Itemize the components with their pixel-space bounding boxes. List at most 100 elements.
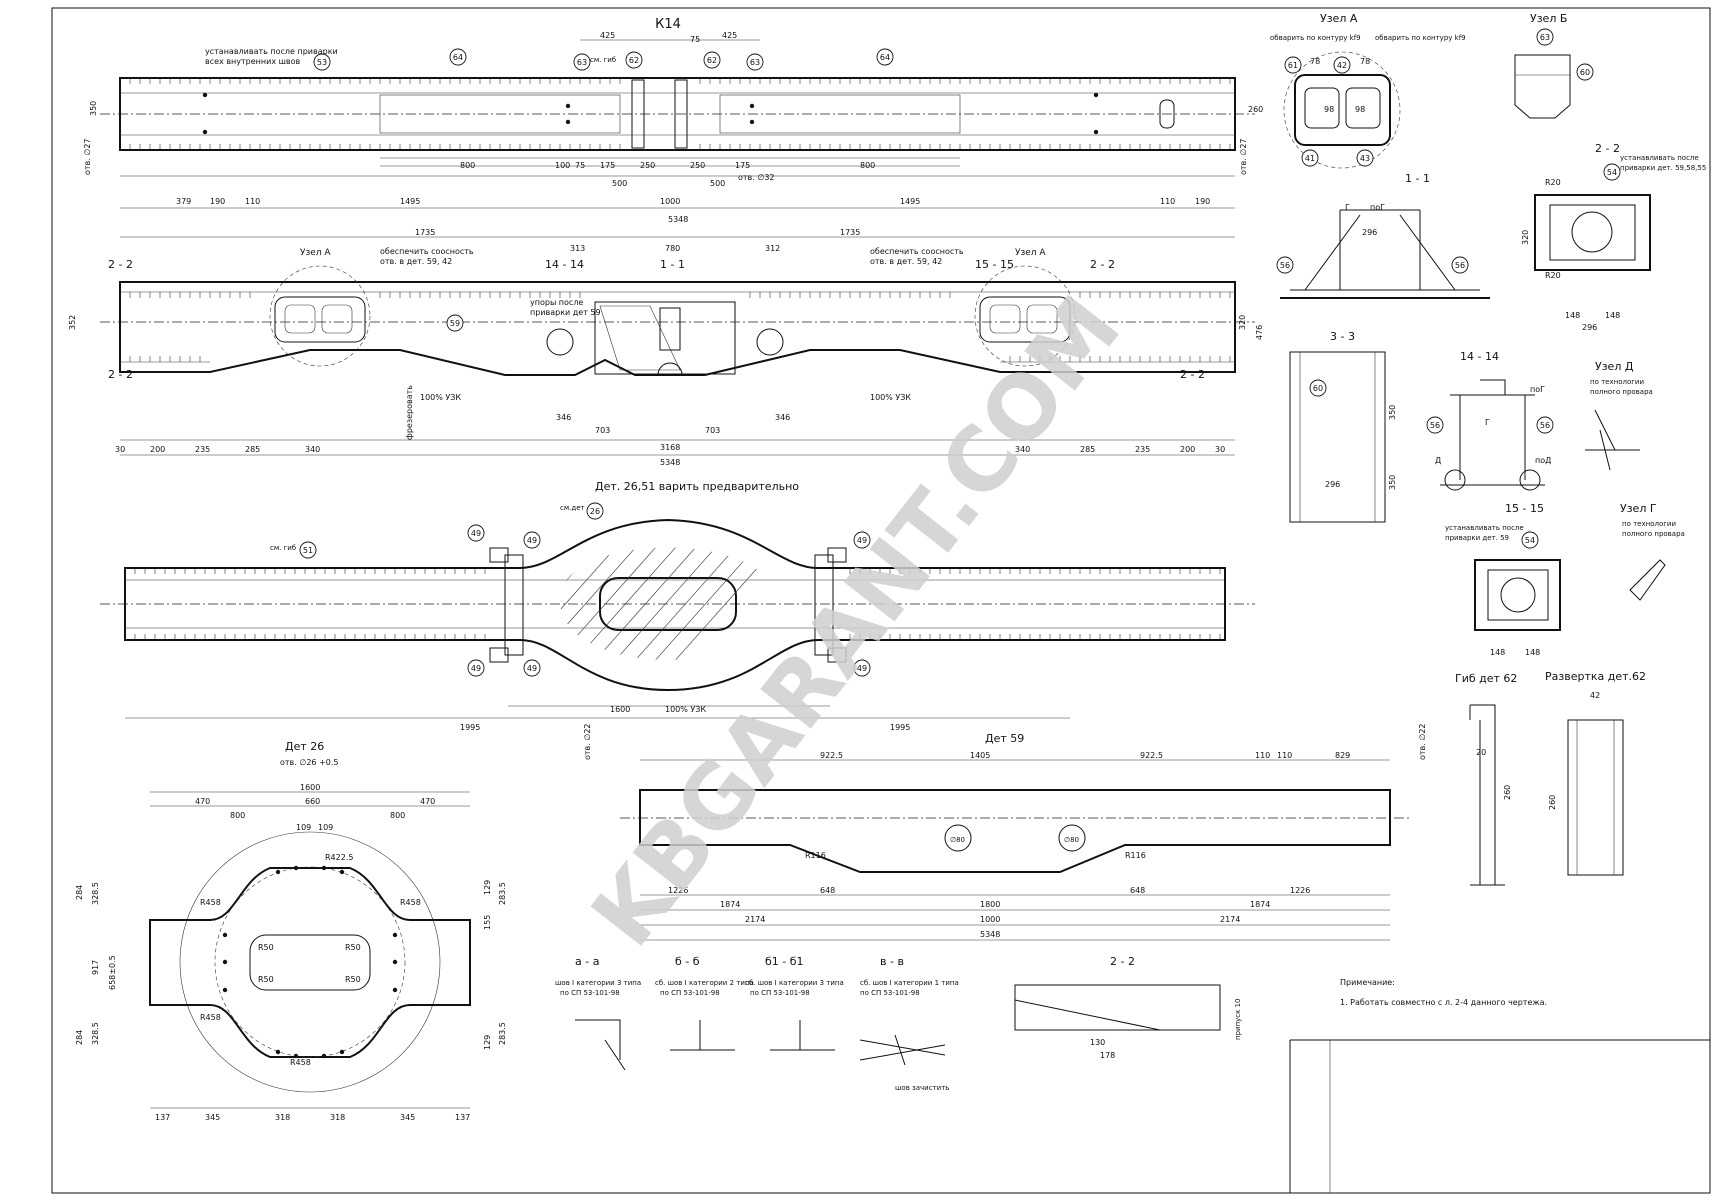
dim-109-top2: 109 — [318, 823, 333, 832]
hole-27-left: отв. ∅27 — [83, 138, 92, 175]
bubble-62-a-text: 62 — [629, 56, 639, 65]
dim-500-left: 500 — [612, 179, 627, 188]
bubble-59 — [446, 314, 464, 332]
dim-30-right: 30 — [1215, 445, 1225, 454]
dim-284-top: 284 — [75, 885, 84, 900]
bubble-49-d — [523, 659, 541, 677]
marker-1-1: 1 - 1 — [660, 258, 685, 271]
note-coaxial-right: обеспечить соосность — [870, 247, 964, 256]
dim-1874-left: 1874 — [720, 900, 740, 909]
dim-648-left: 648 — [820, 886, 835, 895]
dim-148-2-2a: 148 — [1565, 311, 1580, 320]
callout-knot-a-left: Узел А — [300, 248, 331, 258]
note-sm-gib-top: см. гиб — [590, 56, 616, 64]
dim-470-left: 470 — [195, 797, 210, 806]
note-title: Примечание: — [1340, 978, 1395, 987]
dim-3285-top: 328.5 — [91, 882, 100, 905]
dim-320-front: 320 — [1238, 315, 1247, 330]
sec-v-v-title: в - в — [880, 955, 904, 968]
dim-800-right: 800 — [860, 161, 875, 170]
dim-345-right: 345 — [400, 1113, 415, 1122]
sec-2-2-small-title: 2 - 2 — [1110, 955, 1135, 968]
hole-32: отв. ∅32 — [738, 173, 775, 182]
note-stop-after: упоры после — [530, 298, 583, 307]
radius-116-right: R116 — [1125, 851, 1146, 860]
bubble-26-text: 26 — [590, 507, 600, 516]
weld-strip: шов зачистить — [895, 1084, 949, 1092]
bubble-60-33 — [1309, 379, 1327, 397]
note-coaxial-right2: отв. в дет. 59, 42 — [870, 257, 942, 266]
dim-5348-front: 5348 — [660, 458, 680, 467]
note-22-a: устанавливать после — [1620, 154, 1699, 162]
radius-20-b: R20 — [1545, 271, 1561, 280]
bubble-43 — [1356, 149, 1374, 167]
dim-1600-det26: 1600 — [610, 705, 630, 714]
label-pog-1-1: поГ — [1370, 203, 1385, 212]
bubble-43-text: 43 — [1360, 154, 1370, 163]
bubble-56-11b — [1451, 256, 1469, 274]
weld-b-b: сб. шов I категории 2 типа — [655, 979, 754, 987]
bubble-49-f-text: 49 — [857, 664, 867, 673]
bubble-64-right-text: 64 — [880, 53, 890, 62]
label-g-14: Г — [1485, 418, 1490, 427]
dim-350-3-3b: 350 — [1388, 475, 1397, 490]
dim-350-3-3a: 350 — [1388, 405, 1397, 420]
dim-340-left: 340 — [305, 445, 320, 454]
dim-98-b: 98 — [1355, 105, 1365, 114]
dim-235-right: 235 — [1135, 445, 1150, 454]
dim-1735-left: 1735 — [415, 228, 435, 237]
bubble-63-b2 — [1536, 28, 1554, 46]
knot-d-note2: полного провара — [1590, 388, 1653, 396]
bubble-49-f — [853, 659, 871, 677]
dim-78-b: 78 — [1360, 57, 1370, 66]
radius-116-left: R116 — [805, 851, 826, 860]
callout-knot-a-right: Узел А — [1015, 248, 1046, 258]
dim-3168: 3168 — [660, 443, 680, 452]
bubble-49-c-text: 49 — [471, 664, 481, 673]
dim-148-2-2b: 148 — [1605, 311, 1620, 320]
dim-2835-bottom: 283.5 — [498, 1022, 507, 1045]
dim-130: 130 — [1090, 1038, 1105, 1047]
hole-22-left: отв. ∅22 — [583, 723, 592, 760]
dim-379: 379 — [176, 197, 191, 206]
bubble-49-d-text: 49 — [527, 664, 537, 673]
dim-648-right: 648 — [1130, 886, 1145, 895]
ultrasonic-det26: 100% УЗК — [665, 705, 706, 714]
weld-b1-b1: сб. шов I категории 3 типа — [745, 979, 844, 987]
note-sm-det: см.дет — [560, 504, 585, 512]
bubble-64-right — [876, 48, 894, 66]
dim-470-right: 470 — [420, 797, 435, 806]
weld-b1-b1-2: по СП 53-101-98 — [750, 989, 810, 997]
bubble-60-b — [1576, 63, 1594, 81]
bubble-56-14a — [1426, 416, 1444, 434]
dim-260-plan: 260 — [1248, 105, 1263, 114]
marker-2-2-bottom-right: 2 - 2 — [1180, 368, 1205, 381]
note-coaxial-left2: отв. в дет. 59, 42 — [380, 257, 452, 266]
dim-346-right: 346 — [775, 413, 790, 422]
dim-1495-left: 1495 — [400, 197, 420, 206]
det-26-51-title: Дет. 26,51 варить предварительно — [595, 480, 799, 493]
dim-110-right: 110 — [1160, 197, 1175, 206]
bubble-42 — [1333, 56, 1351, 74]
weld-a-a-2: по СП 53-101-98 — [560, 989, 620, 997]
sec-2-2-title: 2 - 2 — [1595, 142, 1620, 155]
radius-50-b: R50 — [345, 943, 361, 952]
allowance-10: припуск 10 — [1234, 999, 1242, 1041]
sec-14-14-title: 14 - 14 — [1460, 350, 1499, 363]
knot-d-note: по технологии — [1590, 378, 1644, 386]
dim-148-15a: 148 — [1490, 648, 1505, 657]
dim-296-3-3: 296 — [1325, 480, 1340, 489]
label-pog-14: поГ — [1530, 385, 1545, 394]
dim-137-left: 137 — [155, 1113, 170, 1122]
hole-27-right: отв. ∅27 — [1239, 138, 1248, 175]
dim-110-det59b: 110 — [1277, 751, 1292, 760]
weld-v-v-2: по СП 53-101-98 — [860, 989, 920, 997]
radius-4225: R422.5 — [325, 853, 353, 862]
dim-800-det-right: 800 — [390, 811, 405, 820]
det-59-title: Дет 59 — [985, 732, 1024, 745]
dim-175: 175 — [600, 161, 615, 170]
dim-476-front: 476 — [1255, 325, 1264, 340]
det-26-51-view: Дет. 26,51 варить предварительно 1995 19… — [100, 480, 1255, 732]
bubble-54-15 — [1521, 531, 1539, 549]
dim-3285-bottom: 328.5 — [91, 1022, 100, 1045]
